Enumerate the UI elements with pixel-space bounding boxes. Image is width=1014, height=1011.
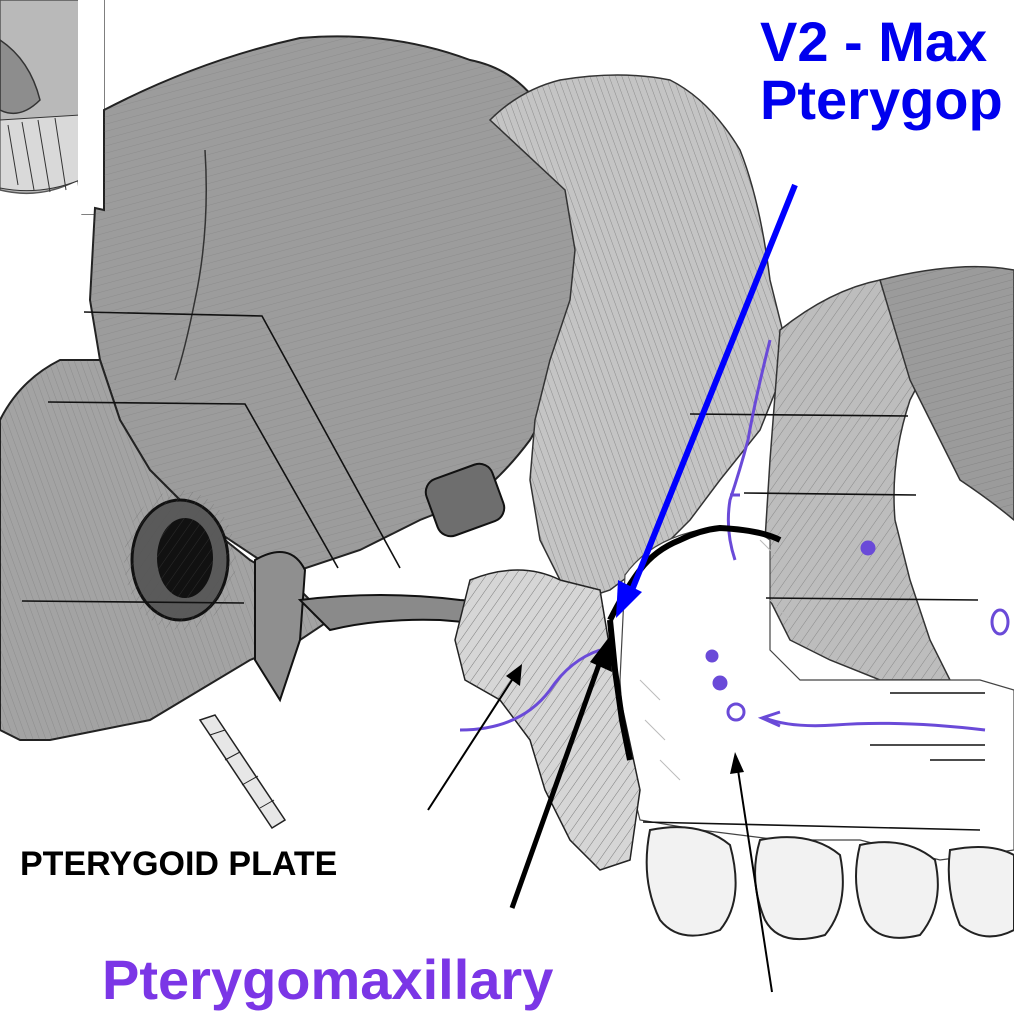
v2-maxillary-label-line2: Pterygop bbox=[760, 72, 1003, 128]
v2-maxillary-label-line1: V2 - Max bbox=[760, 14, 987, 70]
zygomatic-bone bbox=[765, 267, 1014, 680]
inset-skull-thumbnail bbox=[0, 0, 104, 214]
auditory-meatus bbox=[124, 490, 236, 630]
pterygomaxillary-label: Pterygomaxillary bbox=[102, 952, 553, 1008]
pterygoid-plate-label: PTERYGOID PLATE bbox=[20, 847, 337, 881]
